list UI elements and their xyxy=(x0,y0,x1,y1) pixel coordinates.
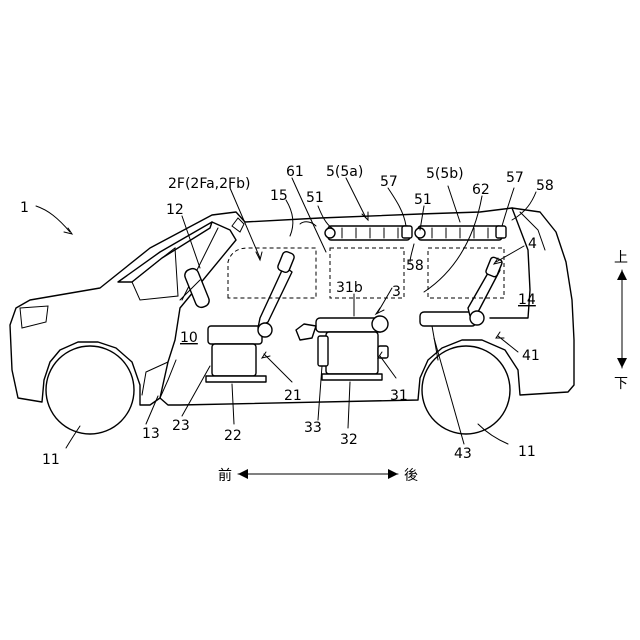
label-middle-seat-base: 32 xyxy=(340,432,358,448)
label-middle-seat-slider: 31 xyxy=(390,388,408,404)
label-vehicle: 1 xyxy=(20,200,29,216)
label-direction-front: 前 xyxy=(218,467,232,484)
label-middle-seat-back: 31b xyxy=(336,280,363,296)
direction-up-down xyxy=(617,270,627,368)
label-floor: 13 xyxy=(142,426,160,442)
label-front-seat: 2F(2Fa,2Fb) xyxy=(168,176,250,192)
label-wheel-rear: 11 xyxy=(518,444,536,460)
label-front-seat-base: 22 xyxy=(224,428,242,444)
roof-unit-5a xyxy=(325,226,412,240)
label-middle-seat: 3 xyxy=(392,284,401,300)
label-fan-b: 51 xyxy=(414,192,432,208)
label-outlet-a: 58 xyxy=(406,258,424,274)
label-rear-seat-base: 43 xyxy=(454,446,472,462)
label-sensor-a: 61 xyxy=(286,164,304,180)
label-roof: 15 xyxy=(270,188,288,204)
label-unit-a: 5(5a) xyxy=(326,164,363,180)
label-middle-seat-cushion: 33 xyxy=(304,420,322,436)
label-steering: 12 xyxy=(166,202,184,218)
label-luggage: 14 xyxy=(518,292,536,308)
label-direction-up: 上 xyxy=(614,250,628,266)
label-room: 10 xyxy=(180,330,198,346)
label-direction-rear: 後 xyxy=(404,468,418,484)
label-unit-b: 5(5b) xyxy=(426,166,464,182)
label-fan-a: 51 xyxy=(306,190,324,206)
label-front-seat-cushion: 23 xyxy=(172,418,190,434)
label-duct-a: 57 xyxy=(380,174,398,190)
label-sensor-b: 62 xyxy=(472,182,490,198)
rear-seat xyxy=(420,256,503,360)
front-seat xyxy=(206,250,295,382)
label-front-seat-slider: 21 xyxy=(284,388,302,404)
label-wheel-front: 11 xyxy=(42,452,60,468)
wheel-front xyxy=(46,346,134,434)
label-duct-b: 57 xyxy=(506,170,524,186)
roof-unit-5b xyxy=(415,226,506,240)
occupant-zones xyxy=(228,248,504,298)
middle-seat xyxy=(296,316,388,380)
wheel-rear xyxy=(422,346,510,434)
label-direction-down: 下 xyxy=(614,376,628,392)
label-rear-seat-slider: 41 xyxy=(522,348,540,364)
label-outlet-b: 58 xyxy=(536,178,554,194)
direction-front-rear xyxy=(238,469,398,479)
label-rear-seat: 4 xyxy=(528,236,537,252)
